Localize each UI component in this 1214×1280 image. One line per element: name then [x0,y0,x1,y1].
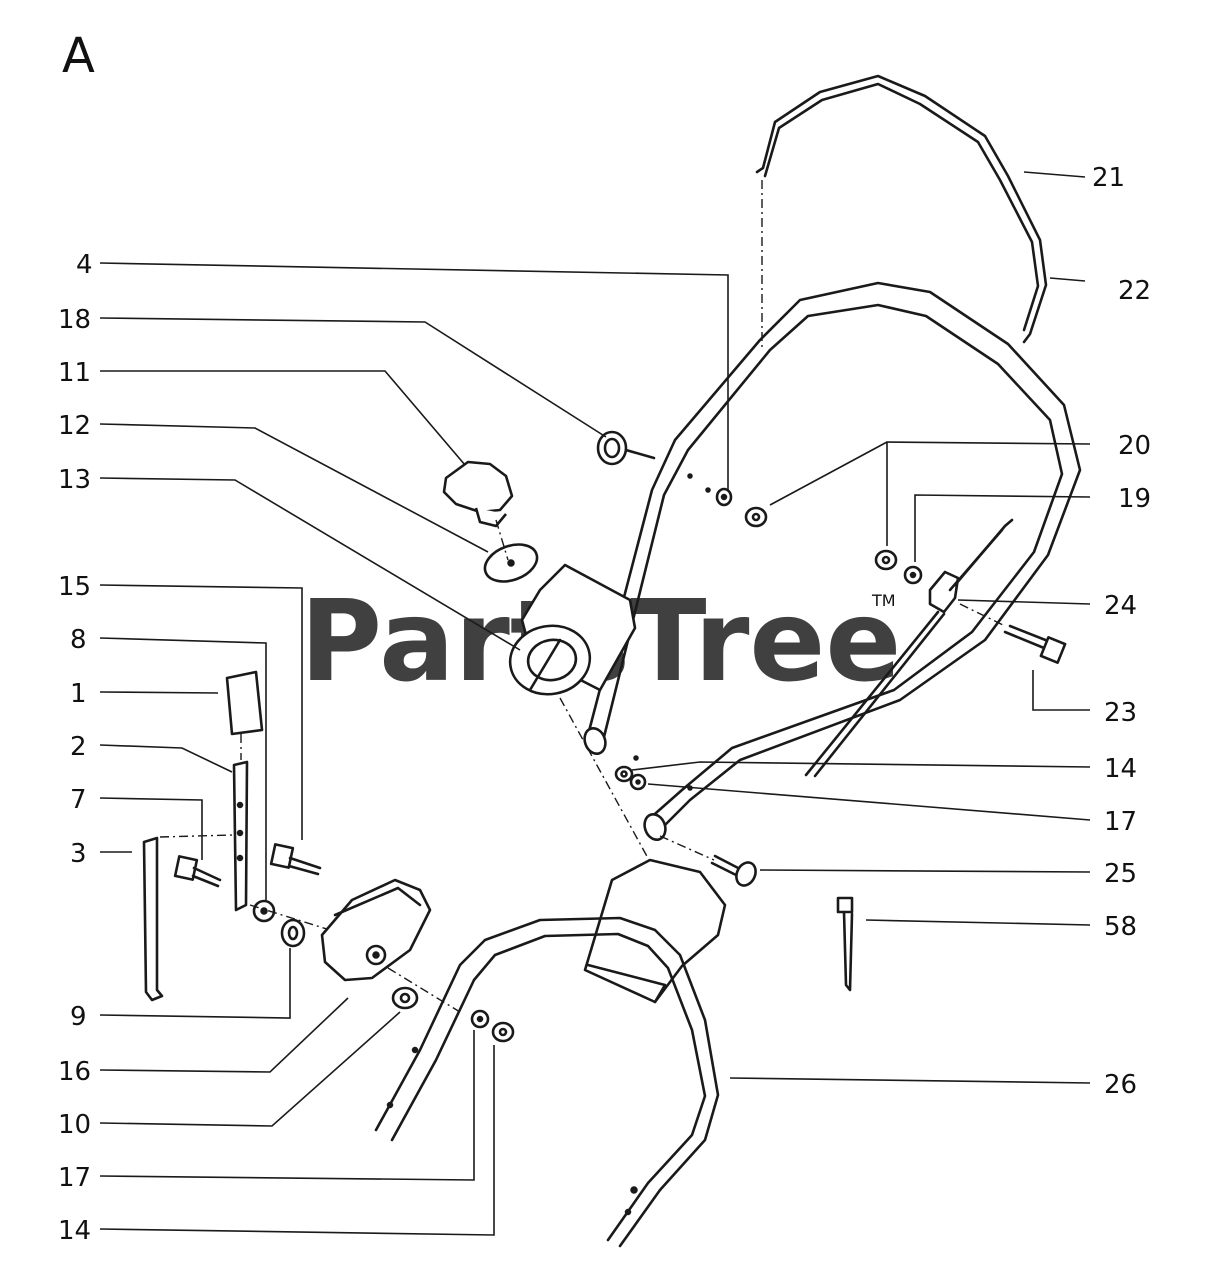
assembly-line-10 [387,967,461,1013]
callout-58: 58 [1104,912,1137,942]
part-58-cable-tie [836,896,854,992]
part-21-bail-wire [755,74,1048,344]
assembly-line-3 [159,834,235,838]
watermark-trademark: TM [871,591,896,610]
callout-14-lower: 14 [58,1216,91,1246]
callout-13: 13 [58,465,91,495]
callouts-right: 21 22 20 19 24 23 14 17 25 58 26 [1092,163,1151,1100]
part-12-washer [483,543,539,583]
leader-11 [100,370,466,466]
part-20-nut-upper [744,506,768,528]
leader-14-upper [631,761,1091,771]
callout-21: 21 [1092,163,1125,193]
leader-17-lower [99,1030,475,1181]
part-9-spacer [280,918,306,948]
part-18-eye-bolt [596,430,656,466]
part-17-washer-upper [629,773,647,791]
part-16-height-adjuster [320,878,432,982]
leader-17-upper [647,783,1091,821]
part-14-nut-lower [491,1021,515,1043]
part-26-lower-handle [374,858,727,1248]
callout-20: 20 [1118,431,1151,461]
leader-26 [729,1077,1091,1084]
leader-25 [759,869,1091,873]
callout-26: 26 [1104,1070,1137,1100]
leader-13 [99,477,521,651]
part-24-cable-clip [804,518,1014,778]
callout-19: 19 [1118,484,1151,514]
leader-9 [99,948,291,1019]
leader-58 [865,919,1091,926]
leader-18 [99,317,607,438]
callout-17-lower: 17 [58,1163,91,1193]
assembly-line-23 [959,603,1004,626]
part-13-bracket [508,563,637,696]
part-7-bolt [173,855,222,888]
callout-23: 23 [1104,698,1137,728]
leader-4 [99,262,729,490]
callout-11: 11 [58,358,91,388]
part-1-grip [225,670,264,736]
callout-8: 8 [70,625,87,655]
part-14-nut-upper [614,765,634,783]
part-25-bolt [710,854,757,887]
callout-16: 16 [58,1057,91,1087]
leader-8 [99,637,267,900]
part-11-knob [442,460,514,528]
part-20-nut-lower [874,549,898,571]
callout-9: 9 [70,1002,87,1032]
leader-21 [1023,171,1086,178]
leader-22 [1049,277,1086,282]
callout-12: 12 [58,411,91,441]
callout-24: 24 [1104,591,1137,621]
part-4-washer-upper [715,487,733,507]
assembly-line-11-12 [495,519,509,561]
part-17-washer-lower [470,1009,490,1029]
leader-23 [1032,670,1090,711]
part-3-rod [142,836,164,1002]
part-15-bolt [269,843,322,876]
callout-1: 1 [70,679,87,709]
callout-3: 3 [70,839,87,869]
leader-24 [957,599,1091,605]
callout-18: 18 [58,305,91,335]
leader-15 [99,584,303,840]
leader-lines [99,171,1091,1236]
assembly-line-13 [559,697,661,881]
callout-7: 7 [70,785,87,815]
part-23-bolt [1003,624,1067,664]
part-22-upper-handle [583,281,1082,841]
callout-15: 15 [58,572,91,602]
leader-1 [99,691,219,694]
callout-2: 2 [70,732,87,762]
leader-16 [99,997,349,1073]
callout-4: 4 [76,250,93,280]
callout-17-upper: 17 [1104,807,1137,837]
callouts-left: 4 18 11 12 13 15 8 1 2 7 3 9 16 10 17 14 [58,250,93,1246]
leader-14-lower [99,1045,495,1236]
leader-19 [914,494,1091,562]
callout-22: 22 [1118,276,1151,306]
part-8-washer [252,899,276,923]
section-letter: A [62,28,95,84]
callout-14-upper: 14 [1104,754,1137,784]
part-2-lever [232,760,249,912]
callout-25: 25 [1104,859,1137,889]
assembly-line-25 [659,835,715,861]
leader-2 [99,744,233,773]
leader-10 [99,1011,401,1127]
part-19-washer [903,565,923,585]
leader-7 [99,797,203,860]
leader-20 [769,441,1091,546]
callout-10: 10 [58,1110,91,1140]
part-10-nut [391,986,419,1010]
leader-12 [99,423,489,553]
assembly-line-8-9 [249,904,331,931]
